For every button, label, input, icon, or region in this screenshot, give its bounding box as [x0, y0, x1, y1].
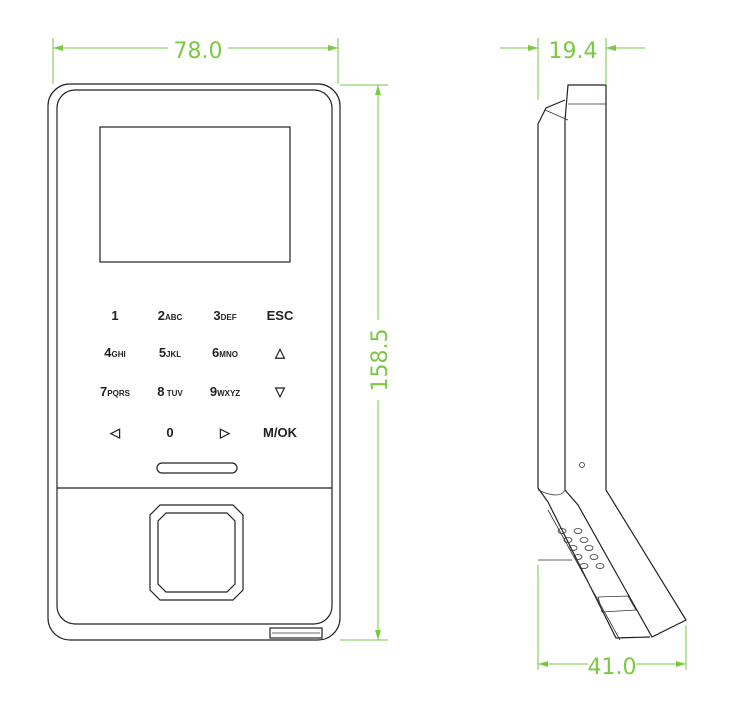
key-14: ▷ [219, 425, 231, 440]
key-6: 6MNO [212, 345, 238, 360]
key-1: 2ABC [158, 308, 183, 323]
key-main-label: ▷ [219, 425, 231, 440]
key-sub-label: WXYZ [217, 389, 240, 398]
lcd-screen [99, 126, 291, 263]
height-label: 158.5 [368, 329, 393, 392]
key-11: ▽ [274, 384, 286, 399]
key-main-label: ▽ [274, 384, 286, 399]
key-10: 9WXYZ [210, 384, 240, 399]
key-4: 4GHI [104, 345, 125, 360]
key-main-label: 5 [159, 345, 166, 360]
key-8: 7PQRS [100, 384, 131, 399]
fingerprint-sensor [149, 504, 244, 601]
side-body [564, 84, 687, 638]
key-main-label: 1 [111, 308, 118, 323]
key-main-label: 6 [212, 345, 219, 360]
dimension-depth-top: 19.4 [500, 38, 645, 100]
front-face [56, 89, 333, 625]
key-12: ◁ [109, 425, 121, 440]
dimension-height: 158.5 [340, 84, 393, 641]
key-main-label: 4 [104, 345, 112, 360]
key-9: 8 TUV [157, 384, 183, 399]
key-5: 5JKL [159, 345, 181, 360]
depth-bottom-label: 41.0 [588, 655, 637, 680]
key-main-label: ESC [267, 308, 294, 323]
key-main-label: 9 [210, 384, 217, 399]
status-light-bar [156, 462, 238, 474]
depth-top-label: 19.4 [549, 39, 598, 64]
key-sub-label: GHI [112, 350, 126, 359]
key-sub-label: MNO [219, 350, 238, 359]
key-sub-label: PQRS [107, 389, 130, 398]
key-13: 0 [166, 425, 173, 440]
key-main-label: M/OK [263, 425, 298, 440]
key-main-label: ◁ [109, 425, 121, 440]
key-main-label: 2 [158, 308, 165, 323]
key-main-label: 3 [213, 308, 220, 323]
width-label: 78.0 [174, 39, 223, 64]
speaker-holes [557, 528, 605, 569]
key-0: 1 [111, 308, 118, 323]
key-sub-label: DEF [221, 313, 237, 322]
dimension-depth-bottom: 41.0 [537, 565, 687, 680]
key-main-label: 0 [166, 425, 173, 440]
key-sub-label: JKL [166, 350, 181, 359]
front-view: 1 2ABC 3DEF ESC 4GHI 5JKL 6MNO △ 7PQRS 8 TUV 9WXYZ… [47, 83, 341, 641]
body-outline [47, 83, 341, 641]
side-view [537, 84, 687, 641]
dimension-width: 78.0 [52, 38, 339, 84]
key-sub-label: TUV [165, 389, 184, 398]
key-15: M/OK [263, 425, 298, 440]
key-3: ESC [267, 308, 294, 323]
key-main-label: 7 [100, 384, 107, 399]
key-sub-label: ABC [165, 313, 183, 322]
side-back-plate [537, 99, 651, 639]
key-main-label: 8 [157, 384, 164, 399]
usb-slot [269, 627, 323, 639]
key-2: 3DEF [213, 308, 236, 323]
keypad: 1 2ABC 3DEF ESC 4GHI 5JKL 6MNO △ 7PQRS 8 TUV 9WXYZ… [100, 308, 298, 440]
key-7: △ [274, 345, 286, 360]
key-main-label: △ [274, 345, 286, 360]
